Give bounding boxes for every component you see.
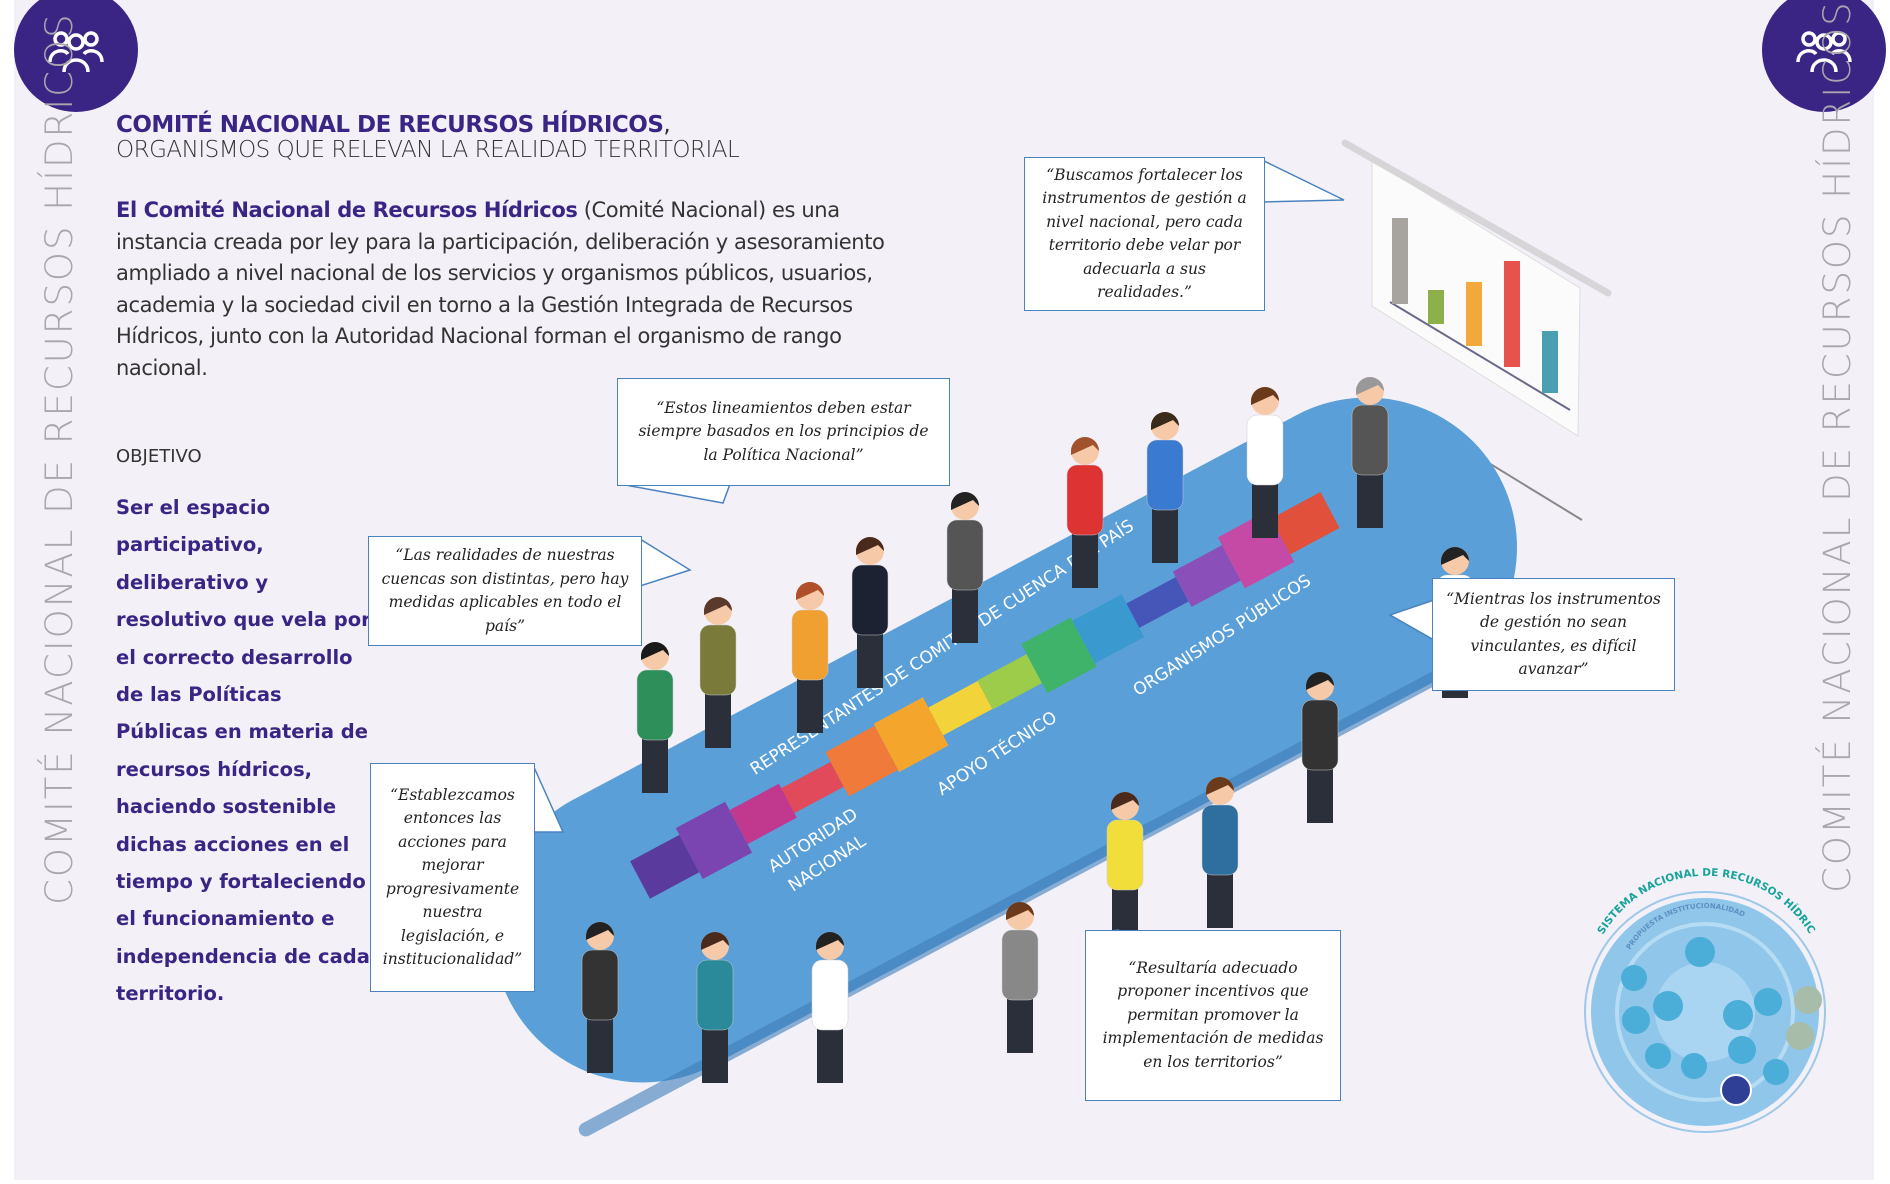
person-figure	[699, 597, 737, 748]
person-figure	[1351, 377, 1389, 528]
chart-bar	[1504, 261, 1520, 367]
person-figure	[1001, 902, 1039, 1053]
intro-rest: (Comité Nacional) es una instancia cread…	[116, 198, 885, 380]
map-region	[1021, 617, 1097, 694]
map-region	[729, 783, 797, 845]
map-region	[1271, 492, 1340, 555]
quote-bubble-1: “Buscamos fortalecer los instrumentos de…	[1024, 157, 1265, 311]
chart-bar	[1392, 218, 1408, 304]
person-figure	[1066, 437, 1104, 588]
person-figure	[581, 922, 619, 1073]
country-map	[630, 492, 1340, 899]
map-region	[928, 681, 993, 736]
map-region	[675, 801, 753, 880]
corner-badge-right	[1762, 0, 1886, 112]
title-comma: ,	[663, 112, 671, 138]
group-people-icon	[1796, 31, 1852, 73]
person-figure	[636, 642, 674, 793]
chart-bar	[1466, 282, 1482, 346]
map-region	[825, 725, 899, 797]
map-region	[781, 761, 844, 814]
page-title: COMITÉ NACIONAL DE RECURSOS HÍDRICOS,	[116, 112, 671, 138]
corner-badge-left	[14, 0, 138, 112]
quote-bubble-2: “Estos lineamientos deben estar siempre …	[617, 378, 950, 486]
quote-bubble-5: “Establezcamos entonces las acciones par…	[370, 763, 535, 992]
map-region	[1172, 545, 1241, 607]
chart-bar	[1542, 331, 1558, 393]
intro-paragraph: El Comité Nacional de Recursos Hídricos …	[116, 195, 886, 384]
person-figure	[946, 492, 984, 643]
person-figure	[851, 537, 889, 688]
objective-text: Ser el espacio participativo, deliberati…	[116, 496, 371, 1006]
map-region	[977, 654, 1042, 710]
objective-label: OBJETIVO	[116, 446, 202, 467]
person-figure	[1201, 777, 1239, 928]
person-figure	[811, 932, 849, 1083]
map-region	[630, 834, 700, 899]
quote-bubble-4: “Mientras los instrumentos de gestión no…	[1432, 578, 1675, 691]
intro-bold: El Comité Nacional de Recursos Hídricos	[116, 198, 578, 222]
person-figure	[1301, 672, 1339, 823]
person-figure	[1246, 387, 1284, 538]
quote-bubble-6: “Resultaría adecuado proponer incentivos…	[1085, 930, 1341, 1101]
quote-bubble-3: “Las realidades de nuestras cuencas son …	[368, 536, 642, 646]
person-figure	[1146, 412, 1184, 563]
page-subtitle: ORGANISMOS QUE RELEVAN LA REALIDAD TERRI…	[116, 137, 740, 163]
title-bold: COMITÉ NACIONAL DE RECURSOS HÍDRICOS	[116, 112, 664, 138]
chart-bar	[1428, 290, 1444, 324]
map-region	[1126, 577, 1189, 628]
presentation-board	[1341, 139, 1612, 521]
map-region	[1072, 594, 1145, 664]
map-region	[873, 697, 949, 772]
group-people-icon	[48, 31, 104, 73]
person-figure	[696, 932, 734, 1083]
person-figure	[791, 582, 829, 733]
